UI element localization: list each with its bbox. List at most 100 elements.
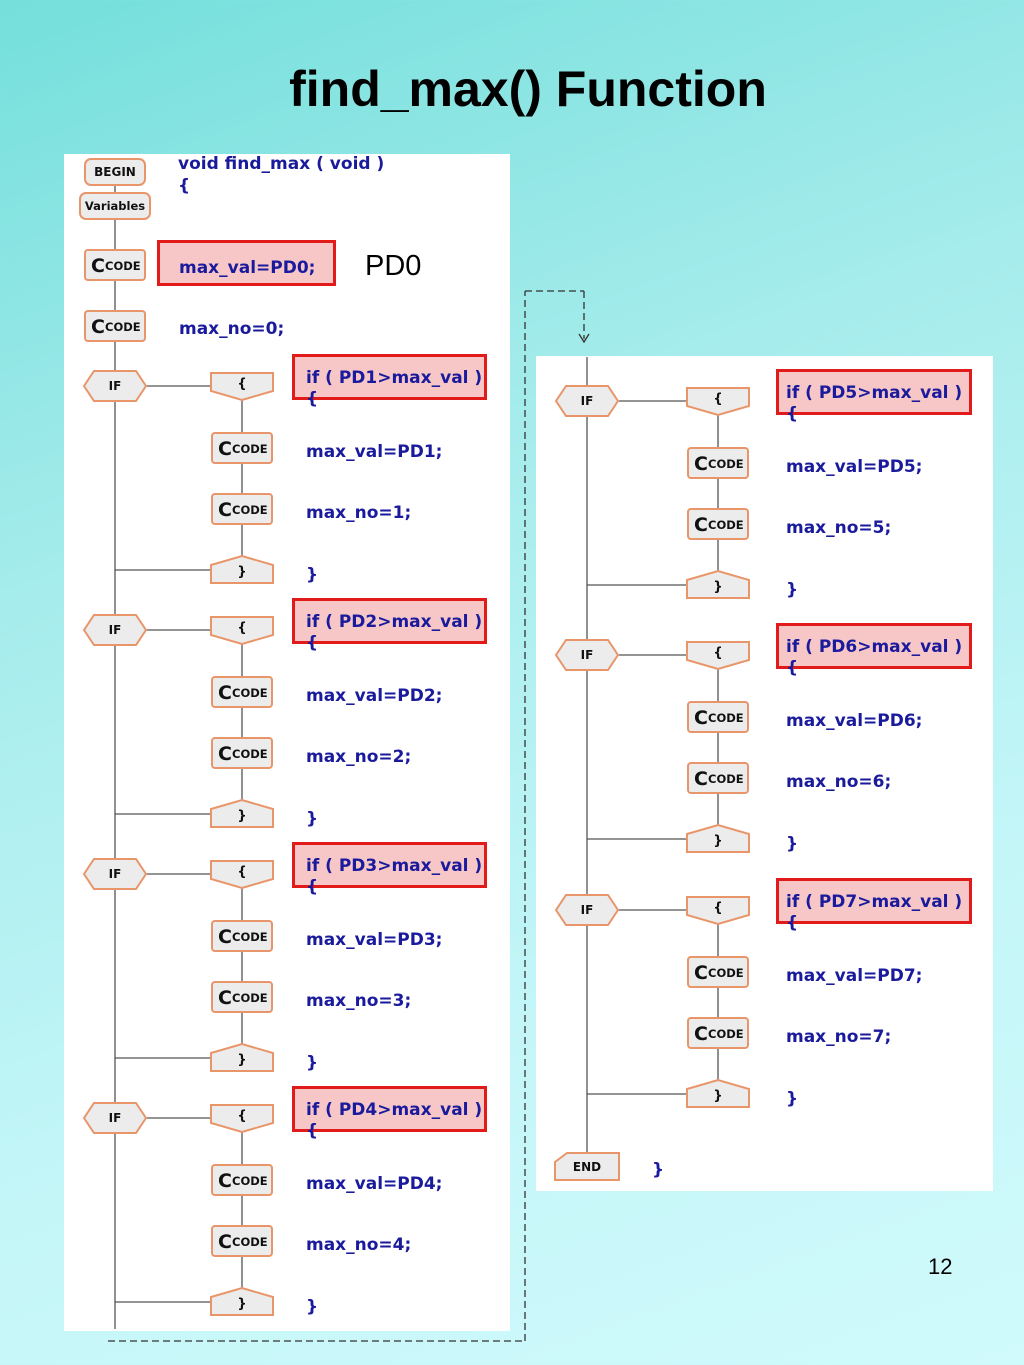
block-open-node: { (210, 616, 274, 646)
c-glyph-icon: C (694, 514, 708, 536)
flowchart-panel-left (64, 154, 510, 1331)
if-open-brace: { (306, 389, 319, 409)
c-glyph-icon: C (218, 987, 232, 1009)
c-glyph-icon: C (218, 499, 232, 521)
node-label: IF (109, 623, 122, 637)
assign-max-no: max_no=6; (786, 772, 892, 792)
node-label: IF (109, 1111, 122, 1125)
node-label: } (237, 565, 246, 580)
begin-node: BEGIN (84, 158, 146, 186)
if-decision-node: IF (554, 385, 620, 417)
block-open-node: { (686, 641, 750, 671)
condition-highlight-box (292, 354, 487, 400)
block-open-node: { (210, 1104, 274, 1134)
c-glyph-icon: C (218, 1170, 232, 1192)
node-label: CODE (232, 747, 268, 761)
condition-highlight-box (776, 623, 972, 669)
if-condition: if ( PD4>max_val ) (306, 1100, 483, 1120)
node-label: CODE (232, 930, 268, 944)
function-signature: void find_max ( void ) (178, 154, 385, 174)
block-close-node: } (210, 554, 274, 584)
node-label: { (237, 377, 246, 392)
block-open-node: { (210, 860, 274, 890)
condition-highlight-box (292, 598, 487, 644)
flowchart-panel-right (536, 356, 993, 1191)
if-close-brace: } (786, 1089, 799, 1109)
c-glyph-icon: C (218, 926, 232, 948)
assign-max-val: max_val=PD3; (306, 930, 443, 950)
assign-max-val: max_val=PD2; (306, 686, 443, 706)
node-label: END (573, 1160, 601, 1174)
node-label: } (237, 1053, 246, 1068)
if-decision-node: IF (82, 858, 148, 890)
node-label: { (713, 392, 722, 407)
statement-max-no-init: max_no=0; (179, 319, 285, 339)
slide-title: find_max() Function (289, 61, 767, 117)
node-label: CODE (232, 686, 268, 700)
c-glyph-icon: C (694, 768, 708, 790)
node-label: IF (109, 379, 122, 393)
if-condition: if ( PD1>max_val ) (306, 368, 483, 388)
node-label: BEGIN (94, 165, 136, 179)
if-close-brace: } (306, 1297, 319, 1317)
if-close-brace: } (786, 580, 799, 600)
node-label: CODE (232, 1174, 268, 1188)
block-close-node: } (686, 569, 750, 599)
condition-highlight-box (776, 369, 972, 415)
node-label: CODE (105, 259, 141, 273)
block-open-node: { (686, 896, 750, 926)
block-open-node: { (210, 372, 274, 402)
page-number: 12 (928, 1254, 953, 1279)
if-close-brace: } (306, 1053, 319, 1073)
function-close-brace: } (652, 1160, 665, 1180)
node-label: CODE (232, 503, 268, 517)
assign-max-val: max_val=PD1; (306, 442, 443, 462)
node-label: IF (581, 903, 594, 917)
node-label: } (237, 809, 246, 824)
assign-max-no: max_no=1; (306, 503, 412, 523)
node-label: } (713, 834, 722, 849)
statement-max-val-init: max_val=PD0; (179, 258, 316, 278)
node-label: Variables (85, 199, 145, 213)
if-open-brace: { (786, 404, 799, 424)
c-glyph-icon: C (694, 453, 708, 475)
c-glyph-icon: C (218, 743, 232, 765)
assign-max-val: max_val=PD6; (786, 711, 923, 731)
block-open-node: { (686, 387, 750, 417)
assign-max-no: max_no=2; (306, 747, 412, 767)
arrow-down-icon (578, 333, 590, 344)
assign-max-no: max_no=5; (786, 518, 892, 538)
node-label: CODE (708, 772, 744, 786)
block-close-node: } (210, 1286, 274, 1316)
c-glyph-icon: C (218, 1231, 232, 1253)
node-label: { (237, 621, 246, 636)
assign-max-val: max_val=PD7; (786, 966, 923, 986)
assign-max-val: max_val=PD5; (786, 457, 923, 477)
node-label: CODE (708, 457, 744, 471)
node-label: CODE (708, 518, 744, 532)
if-open-brace: { (786, 913, 799, 933)
node-label: CODE (232, 1235, 268, 1249)
if-open-brace: { (786, 658, 799, 678)
node-label: CODE (708, 711, 744, 725)
node-label: } (237, 1297, 246, 1312)
c-glyph-icon: C (694, 1023, 708, 1045)
assign-max-no: max_no=7; (786, 1027, 892, 1047)
node-label: IF (581, 648, 594, 662)
variables-node: Variables (79, 192, 151, 220)
c-glyph-icon: C (91, 316, 105, 338)
